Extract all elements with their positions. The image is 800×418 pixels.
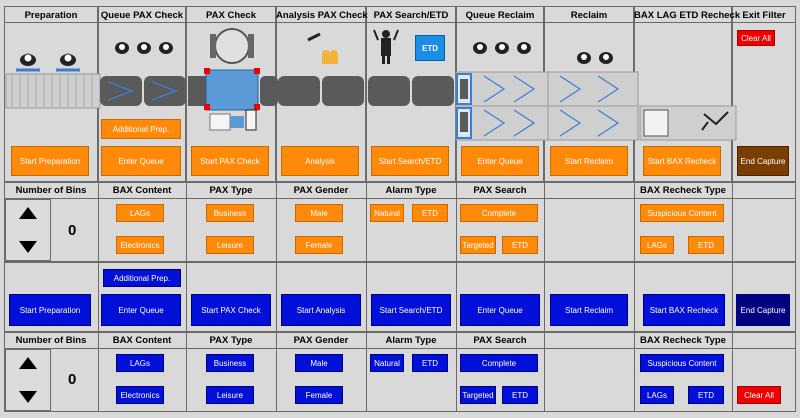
pax-type-label-top: PAX Type [209, 185, 253, 196]
tools-icon [307, 32, 338, 64]
pax-business-option-top[interactable]: Business [206, 204, 254, 222]
bax-lags-option-top[interactable]: LAGs [116, 204, 164, 222]
search-targeted-option-top[interactable]: Targeted [460, 236, 496, 254]
start-bax-recheck-button-top[interactable]: Start BAX Recheck [643, 146, 721, 176]
header-queue-reclaim: Queue Reclaim [465, 10, 535, 21]
start-reclaim-button-blue[interactable]: Start Reclaim [550, 294, 628, 326]
bax-lags-option-bottom[interactable]: LAGs [116, 354, 164, 372]
start-pax-check-button-top[interactable]: Start PAX Check [191, 146, 269, 176]
enter-queue-button-blue[interactable]: Enter Queue [101, 294, 181, 326]
end-capture-button-blue[interactable]: End Capture [736, 294, 790, 326]
search-complete-option-top[interactable]: Complete [460, 204, 538, 222]
header-exit-filter: Exit Filter [742, 10, 786, 21]
bax-recheck-type-label-top: BAX Recheck Type [640, 185, 726, 196]
etd-sign: ETD [415, 35, 445, 61]
alarm-type-label-top: Alarm Type [385, 185, 437, 196]
pax-business-option-bottom[interactable]: Business [206, 354, 254, 372]
additional-prep-button-top[interactable]: Additional Prep. [101, 119, 181, 139]
bax-electronics-option-top[interactable]: Electronics [116, 236, 164, 254]
pax-leisure-option-top[interactable]: Leisure [206, 236, 254, 254]
bins-value-top: 0 [68, 222, 77, 239]
gender-female-option-bottom[interactable]: Female [295, 386, 343, 404]
bins-value-bottom: 0 [68, 371, 77, 388]
number-of-bins-label-bottom: Number of Bins [15, 335, 87, 346]
recheck-lags-option-bottom[interactable]: LAGs [640, 386, 674, 404]
header-pax-check: PAX Check [206, 10, 256, 21]
pax-leisure-option-bottom[interactable]: Leisure [206, 386, 254, 404]
start-analysis-button-blue[interactable]: Start Analysis [281, 294, 361, 326]
recheck-etd-option-top[interactable]: ETD [688, 236, 724, 254]
start-search-etd-button-top[interactable]: Start Search/ETD [371, 146, 449, 176]
alarm-natural-option-bottom[interactable]: Natural [370, 354, 404, 372]
start-pax-check-button-blue[interactable]: Start PAX Check [191, 294, 271, 326]
conveyor-illustration [5, 28, 737, 141]
start-bax-recheck-button-blue[interactable]: Start BAX Recheck [643, 294, 725, 326]
header-preparation: Preparation [24, 10, 78, 21]
header-analysis-pax-check: Analysis PAX Check [276, 10, 368, 21]
search-targeted-option-bottom[interactable]: Targeted [460, 386, 496, 404]
pax-gender-label-top: PAX Gender [293, 185, 349, 196]
additional-prep-button-blue[interactable]: Additional Prep. [103, 269, 181, 287]
bins-up-icon[interactable] [18, 206, 38, 220]
gender-male-option-top[interactable]: Male [295, 204, 343, 222]
enter-queue-reclaim-button-blue[interactable]: Enter Queue [460, 294, 540, 326]
header-pax-search-etd: PAX Search/ETD [373, 10, 449, 21]
bax-recheck-type-label-bottom: BAX Recheck Type [640, 335, 726, 346]
bins-down-icon[interactable] [18, 240, 38, 254]
pax-search-label-top: PAX Search [473, 185, 527, 196]
end-capture-button-top[interactable]: End Capture [737, 146, 789, 176]
search-etd-option-bottom[interactable]: ETD [502, 386, 538, 404]
search-complete-option-bottom[interactable]: Complete [460, 354, 538, 372]
header-queue-pax-check: Queue PAX Check [100, 10, 184, 21]
start-search-etd-button-blue[interactable]: Start Search/ETD [371, 294, 451, 326]
gender-male-option-bottom[interactable]: Male [295, 354, 343, 372]
gender-female-option-top[interactable]: Female [295, 236, 343, 254]
start-reclaim-button-top[interactable]: Start Reclaim [550, 146, 628, 176]
analysis-button-top[interactable]: Analysis [281, 146, 359, 176]
bax-content-label-top: BAX Content [112, 185, 172, 196]
pax-gender-label-bottom: PAX Gender [293, 335, 349, 346]
search-officer-icon [373, 29, 399, 64]
recheck-suspicious-option-top[interactable]: Suspicious Content [640, 204, 724, 222]
alarm-natural-option-top[interactable]: Natural [370, 204, 404, 222]
bins-up-icon-bottom[interactable] [18, 356, 38, 370]
header-divider [4, 22, 796, 23]
clear-all-button-top[interactable]: Clear All [737, 30, 775, 46]
pax-search-label-bottom: PAX Search [473, 335, 527, 346]
alarm-type-label-bottom: Alarm Type [385, 335, 437, 346]
enter-queue-reclaim-button-top[interactable]: Enter Queue [461, 146, 539, 176]
bax-electronics-option-bottom[interactable]: Electronics [116, 386, 164, 404]
start-preparation-button-top[interactable]: Start Preparation [11, 146, 89, 176]
number-of-bins-label-top: Number of Bins [15, 185, 87, 196]
recheck-suspicious-option-bottom[interactable]: Suspicious Content [640, 354, 724, 372]
clear-all-button-bottom[interactable]: Clear All [737, 386, 781, 404]
alarm-etd-option-bottom[interactable]: ETD [412, 354, 448, 372]
recheck-etd-option-bottom[interactable]: ETD [688, 386, 724, 404]
enter-queue-button-top[interactable]: Enter Queue [101, 146, 181, 176]
bax-content-label-bottom: BAX Content [112, 335, 172, 346]
pax-type-label-bottom: PAX Type [209, 335, 253, 346]
bins-down-icon-bottom[interactable] [18, 390, 38, 404]
search-etd-option-top[interactable]: ETD [502, 236, 538, 254]
recheck-lags-option-top[interactable]: LAGs [640, 236, 674, 254]
header-reclaim: Reclaim [570, 10, 608, 21]
alarm-etd-option-top[interactable]: ETD [412, 204, 448, 222]
passenger-icon [16, 53, 80, 72]
header-bax-lag-etd-recheck: BAX LAG ETD Recheck [634, 10, 741, 21]
start-preparation-button-blue[interactable]: Start Preparation [9, 294, 91, 326]
